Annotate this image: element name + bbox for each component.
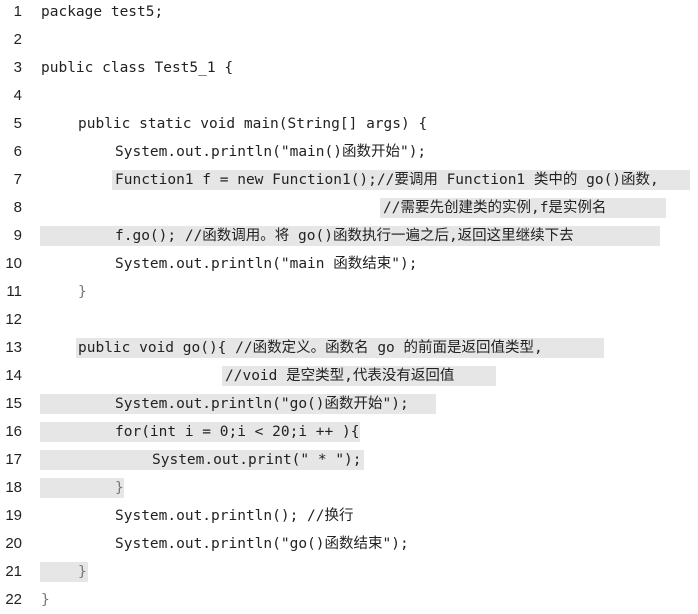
code-text: System.out.println(); //换行 (115, 508, 354, 524)
code-line: 21 } (0, 562, 698, 582)
line-number: 2 (13, 31, 22, 48)
line-highlight (40, 422, 360, 442)
code-text: public static void main(String[] args) { (78, 116, 428, 132)
line-number: 11 (6, 283, 22, 300)
line-number: 15 (5, 395, 22, 412)
line-number: 13 (5, 339, 22, 356)
code-text: for(int i = 0;i < 20;i ++ ){ (115, 424, 360, 440)
code-line: 4 (0, 86, 698, 106)
line-highlight (222, 366, 496, 386)
line-highlight (380, 198, 666, 218)
line-number: 6 (13, 143, 22, 160)
line-number: 16 (5, 423, 22, 440)
code-line: 12 (0, 310, 698, 330)
code-line: 5 public static void main(String[] args)… (0, 114, 698, 134)
code-text: //需要先创建类的实例,f是实例名 (383, 200, 607, 216)
line-highlight (76, 338, 604, 358)
line-number: 18 (5, 479, 22, 496)
code-text: public class Test5_1 { (41, 60, 234, 76)
code-line: 10 System.out.println("main 函数结束"); (0, 254, 698, 274)
code-line: 19 System.out.println(); //换行 (0, 506, 698, 526)
code-text: package test5; (41, 4, 164, 20)
line-number: 10 (5, 255, 22, 272)
line-number: 9 (13, 227, 22, 244)
line-number: 17 (5, 451, 22, 468)
code-line: 13 public void go(){ //函数定义。函数名 go 的前面是返… (0, 338, 698, 358)
code-line: 22 } (0, 590, 698, 610)
code-text: System.out.print(" * "); (152, 452, 362, 468)
line-number: 14 (5, 367, 22, 384)
line-highlight (40, 450, 364, 470)
code-line: 20 System.out.println("go()函数结束"); (0, 534, 698, 554)
line-number: 20 (5, 535, 22, 552)
line-number: 12 (5, 311, 22, 328)
line-number: 1 (13, 3, 22, 20)
code-text: public void go(){ //函数定义。函数名 go 的前面是返回值类… (78, 340, 543, 356)
code-text: Function1 f = new Function1();//要调用 Func… (115, 172, 659, 188)
code-line: 16 for(int i = 0;i < 20;i ++ ){ (0, 422, 698, 442)
code-text: System.out.println("main()函数开始"); (115, 144, 427, 160)
code-text: System.out.println("go()函数开始"); (115, 396, 409, 412)
code-line: 18 } (0, 478, 698, 498)
code-line: 14 //void 是空类型,代表没有返回值 (0, 366, 698, 386)
code-text: } (78, 284, 87, 300)
code-line: 6 System.out.println("main()函数开始"); (0, 142, 698, 162)
line-number: 21 (5, 563, 22, 580)
code-line: 7 Function1 f = new Function1();//要调用 Fu… (0, 170, 698, 190)
code-text: f.go(); //函数调用。将 go()函数执行一遍之后,返回这里继续下去 (115, 228, 574, 244)
line-number: 19 (5, 507, 22, 524)
code-line: 3 public class Test5_1 { (0, 58, 698, 78)
line-number: 5 (13, 115, 22, 132)
line-number: 8 (13, 199, 22, 216)
line-number: 22 (5, 591, 22, 608)
line-number: 4 (13, 87, 22, 104)
line-highlight (40, 478, 124, 498)
code-line: 15 System.out.println("go()函数开始"); (0, 394, 698, 414)
code-line: 1 package test5; (0, 2, 698, 22)
line-highlight (40, 562, 88, 582)
line-highlight (40, 226, 660, 246)
code-text: System.out.println("main 函数结束"); (115, 256, 418, 272)
code-line: 2 (0, 30, 698, 50)
code-text: } (78, 564, 87, 580)
code-text: //void 是空类型,代表没有返回值 (225, 368, 455, 384)
code-text: } (115, 480, 124, 496)
code-text: } (41, 592, 50, 608)
code-line: 11 } (0, 282, 698, 302)
line-number: 3 (13, 59, 22, 76)
line-highlight (40, 394, 436, 414)
line-number: 7 (13, 171, 22, 188)
line-highlight (112, 170, 690, 190)
code-line: 9 f.go(); //函数调用。将 go()函数执行一遍之后,返回这里继续下去 (0, 226, 698, 246)
code-line: 17 System.out.print(" * "); (0, 450, 698, 470)
code-line: 8 //需要先创建类的实例,f是实例名 (0, 198, 698, 218)
code-text: System.out.println("go()函数结束"); (115, 536, 409, 552)
